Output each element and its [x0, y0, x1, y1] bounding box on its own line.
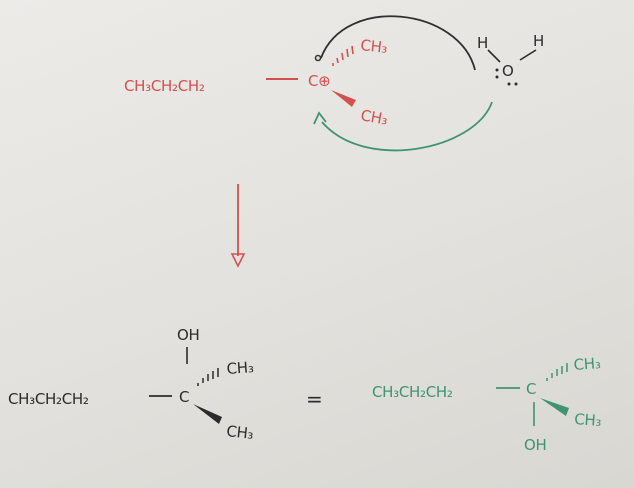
water-oh-bond-right — [519, 49, 537, 61]
reactant-methyl-dash-label: CH₃ — [360, 36, 389, 57]
product-left-carbon: C — [179, 388, 189, 406]
product-left-methyl-dash: CH₃ — [226, 358, 254, 378]
water-oh-bond-left — [487, 49, 501, 63]
reactant-dash-bond — [332, 45, 354, 66]
green-arrow-head — [313, 111, 327, 125]
product-right-chain-label: CH₃CH₂CH₂ — [372, 383, 453, 401]
water-h-left: H — [477, 34, 488, 52]
water-oxygen: O — [502, 62, 514, 80]
reactant-methyl-wedge-label: CH₃ — [359, 106, 389, 128]
reactant-carbocation: CH₃CH₂CH₂ C⊕ CH₃ CH₃ — [124, 36, 389, 129]
product-right: CH₃CH₂CH₂ C CH₃ CH₃ OH — [372, 354, 602, 454]
product-right-wedge-bond — [540, 398, 569, 416]
water-h-right: H — [533, 32, 544, 50]
lone-pair-dots — [495, 68, 518, 86]
reactant-wedge-bond — [331, 90, 356, 107]
product-right-carbon: C — [526, 380, 536, 398]
empty-orbital-dot — [314, 54, 322, 62]
product-left-dash-bond — [197, 368, 219, 386]
curved-arrow-dark — [320, 15, 476, 71]
product-left: OH CH₃CH₂CH₂ C CH₃ CH₃ — [8, 326, 254, 443]
water-molecule: H H O — [477, 32, 544, 86]
reaction-arrow — [230, 184, 246, 268]
product-left-hydroxyl: OH — [177, 326, 200, 344]
product-right-methyl-dash: CH₃ — [573, 354, 601, 374]
product-right-hydroxyl: OH — [524, 436, 547, 454]
product-left-wedge-bond — [193, 404, 222, 424]
curved-arrow-green — [321, 101, 493, 152]
product-right-dash-bond — [546, 363, 568, 381]
equals-sign: = — [306, 387, 322, 411]
product-left-chain-label: CH₃CH₂CH₂ — [8, 390, 89, 408]
product-left-methyl-wedge: CH₃ — [226, 422, 255, 443]
reactant-chain-label: CH₃CH₂CH₂ — [124, 77, 205, 95]
carbocation-label: C⊕ — [308, 72, 330, 90]
product-right-methyl-wedge: CH₃ — [574, 410, 602, 430]
